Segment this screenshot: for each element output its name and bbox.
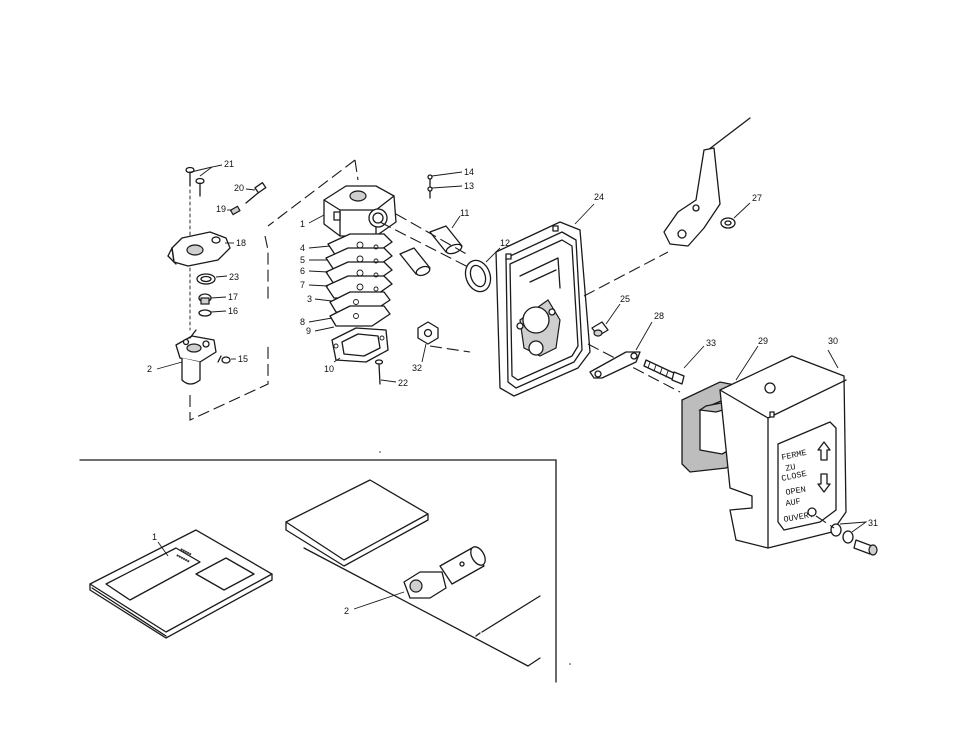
tommy-bar (476, 596, 540, 636)
spark-plug-wrench (404, 544, 488, 598)
callout-8: 8 (300, 317, 305, 327)
pump-body-2 (176, 330, 216, 384)
kit-callout-2: 2 (344, 606, 349, 616)
callout-20: 20 (234, 183, 244, 193)
callout-1: 1 (300, 219, 305, 229)
callout-14: 14 (464, 167, 474, 177)
screw-21a (186, 168, 194, 187)
callout-2: 2 (147, 364, 152, 374)
callout-19: 19 (216, 204, 226, 214)
washer-27 (721, 218, 735, 228)
callout-4: 4 (300, 243, 305, 253)
speck (379, 451, 381, 453)
callout-13: 13 (464, 181, 474, 191)
gasket-12 (461, 257, 494, 295)
speck (569, 663, 571, 665)
callout-30: 30 (828, 336, 838, 346)
pump-cover-18 (168, 232, 230, 266)
clip-15 (218, 356, 230, 363)
callout-3: 3 (307, 294, 312, 304)
callout-23: 23 (229, 272, 239, 282)
bracket-28 (590, 352, 640, 378)
bolt-33 (644, 360, 684, 384)
callout-33: 33 (706, 338, 716, 348)
screw-14 (428, 175, 432, 186)
choke-lever (664, 118, 750, 246)
callout-15: 15 (238, 354, 248, 364)
callout-11: 11 (460, 208, 469, 218)
callout-16: 16 (228, 306, 238, 316)
callout-24: 24 (594, 192, 604, 202)
callout-10: 10 (324, 364, 334, 374)
gasket-stack (326, 234, 392, 326)
sleeve-25 (592, 322, 608, 336)
air-filter-cover-30: FERME ZU CLOSE OPEN AUF OUVERT (720, 356, 846, 548)
valve-17 (199, 294, 211, 304)
screw-13 (428, 187, 432, 198)
gasket-10 (332, 328, 388, 362)
callout-28: 28 (654, 311, 664, 321)
callout-18: 18 (236, 238, 246, 248)
callout-29: 29 (758, 336, 768, 346)
callout-7: 7 (300, 280, 305, 290)
callout-32: 32 (412, 363, 422, 373)
nut-32 (418, 322, 438, 344)
callout-27: 27 (752, 193, 762, 203)
carburetor-body-1 (324, 186, 396, 236)
callout-6: 6 (300, 266, 305, 276)
callout-9: 9 (306, 326, 311, 336)
screw-20 (246, 183, 266, 203)
callout-17: 17 (228, 292, 238, 302)
callout-5: 5 (300, 255, 305, 265)
ring-16 (199, 310, 211, 316)
leader-21 (200, 165, 222, 176)
callout-22: 22 (398, 378, 408, 388)
callout-31: 31 (868, 518, 878, 528)
callout-21: 21 (224, 159, 234, 169)
owners-manual: ■■■■■ ■■■■■■ (90, 530, 272, 638)
screw-21b (196, 179, 204, 197)
gasket-23 (197, 274, 215, 284)
kit-callout-1: 1 (152, 532, 157, 542)
air-filter-base-24 (496, 222, 590, 396)
callout-12: 12 (500, 238, 510, 248)
callout-25: 25 (620, 294, 630, 304)
tool-bag (286, 480, 540, 666)
